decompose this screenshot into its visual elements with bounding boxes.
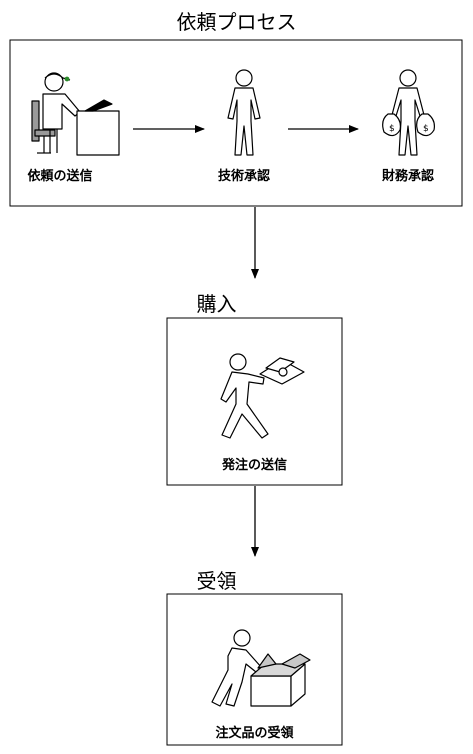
person-standing-icon (227, 69, 261, 156)
process-title: 依頼プロセス (176, 10, 297, 34)
step-label-finance-approval: 財務承認 (381, 169, 434, 184)
step-label-send-order: 発注の送信 (221, 458, 287, 473)
step-label-receive-order: 注文品の受領 (215, 726, 294, 741)
svg-text:$: $ (389, 124, 395, 134)
receipt-title: 受領 (196, 569, 237, 593)
person-at-desk-icon (31, 72, 120, 156)
step-label-tech-approval: 技術承認 (217, 169, 270, 184)
step-label-submit-request: 依頼の送信 (27, 169, 93, 184)
purchase-box (166, 317, 343, 486)
person-walking-with-money-icon (220, 353, 305, 439)
person-with-money-bags-icon: $ $ (382, 69, 435, 156)
purchase-title: 購入 (196, 292, 237, 316)
person-with-box-icon (211, 629, 311, 707)
svg-text:$: $ (423, 124, 429, 134)
